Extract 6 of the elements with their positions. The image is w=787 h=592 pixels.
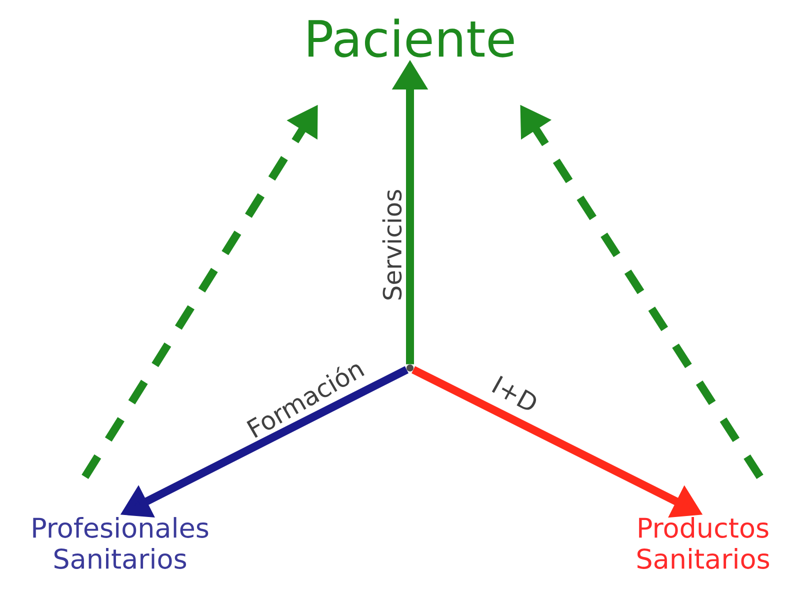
edge-label: I+D (492, 376, 536, 410)
node-label: Productos Sanitarios (637, 517, 770, 569)
node-label: Paciente (308, 18, 514, 58)
node-label: Profesionales Sanitarios (33, 517, 208, 569)
edge-label: Servicios (382, 190, 402, 300)
junction-point (406, 364, 414, 372)
